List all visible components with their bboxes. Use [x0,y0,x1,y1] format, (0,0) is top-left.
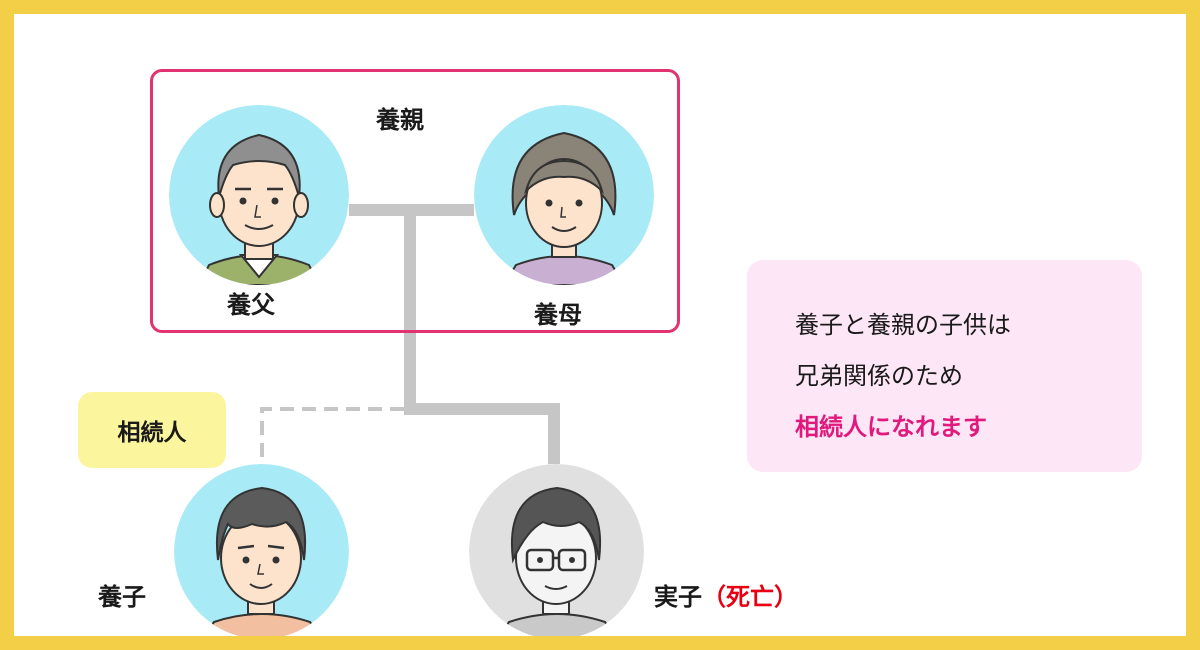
grandmother-avatar-icon [474,105,654,285]
adopted-son-avatar-icon [174,464,349,639]
explanation-line-3: 相続人になれます [795,402,1142,453]
adoption-dashed-line [262,409,404,464]
heir-badge: 相続人 [78,392,226,468]
adopted-child-avatar [174,464,349,639]
explanation-line-2: 兄弟関係のため [795,351,1142,402]
adoptive-mother-avatar [474,105,654,285]
deceased-note: （死亡） [702,583,798,611]
adoptive-mother-label: 養母 [534,295,582,330]
adoptive-father-avatar [169,105,349,285]
adopted-child-label: 養子 [98,577,146,612]
deceased-son-avatar-icon [469,464,644,639]
biological-child-avatar [469,464,644,639]
adoptive-father-label: 養父 [227,285,275,320]
biological-child-label: 実子（死亡） [654,577,798,612]
grandfather-avatar-icon [169,105,349,285]
biological-child-text: 実子 [654,583,702,611]
explanation-note: 養子と養親の子供は 兄弟関係のため 相続人になれます [747,260,1142,472]
adoptive-parents-label: 養親 [376,100,424,135]
explanation-line-1: 養子と養親の子供は [795,300,1142,351]
